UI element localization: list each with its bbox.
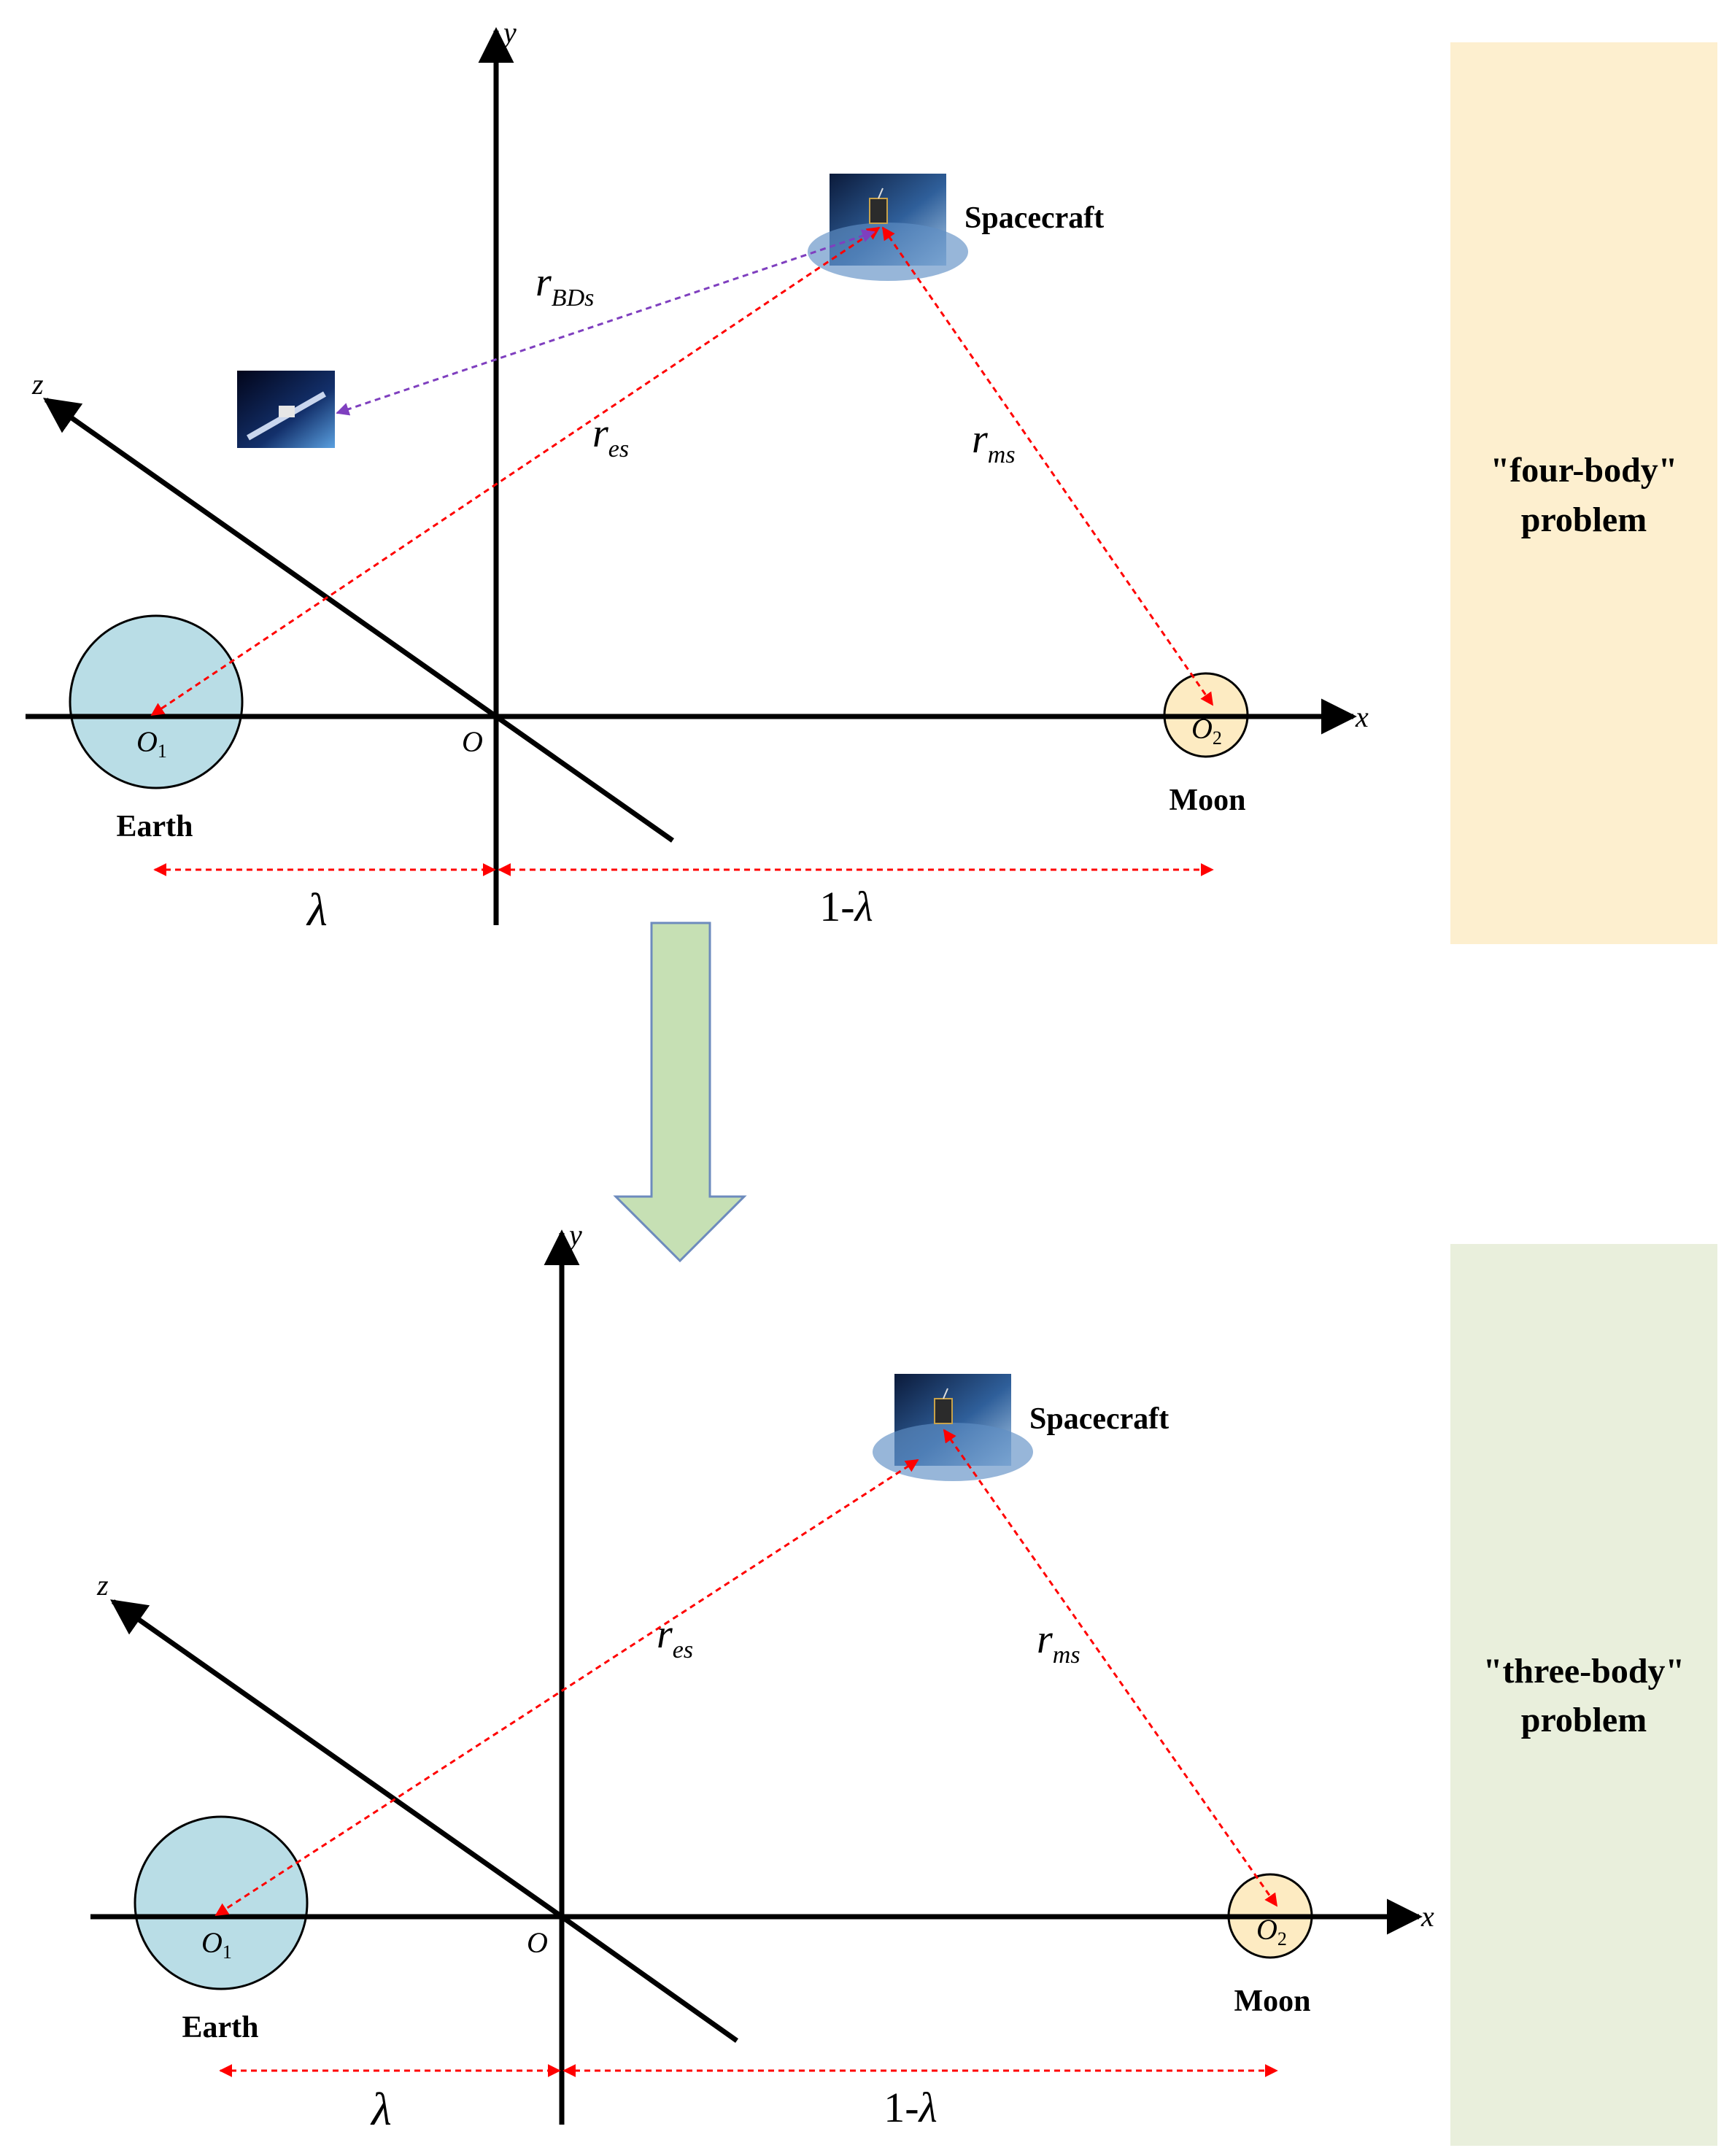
- moon-center-label: O2: [1256, 1913, 1287, 1950]
- three-body-label-line1: "three-body": [1483, 1652, 1685, 1691]
- three-body-label-line2: problem: [1521, 1701, 1647, 1739]
- r-bds-label: rBDs: [536, 260, 594, 312]
- spacecraft-label: Spacecraft: [964, 201, 1104, 235]
- earth-label: Earth: [182, 2011, 259, 2044]
- y-axis-label: y: [500, 16, 517, 49]
- r-ms-label: rms: [1037, 1617, 1080, 1669]
- y-axis-label: y: [566, 1218, 582, 1251]
- origin-label: O: [462, 725, 483, 758]
- z-axis-label: z: [31, 368, 44, 401]
- earth-circle: [69, 614, 244, 789]
- r-es-line: [150, 226, 881, 716]
- earth-label: Earth: [117, 810, 193, 843]
- z-axis-back: [560, 1914, 739, 2043]
- beidou-satellite-image: [237, 371, 335, 448]
- four-body-panel-bg: [1450, 42, 1717, 944]
- transition-down-arrow: [613, 921, 747, 1263]
- four-body-label-line2: problem: [1521, 501, 1647, 539]
- moon-label: Moon: [1234, 1985, 1311, 2018]
- r-ms-line: [881, 226, 1214, 706]
- one-minus-lambda-label: 1-λ: [884, 2084, 937, 2131]
- moon-label: Moon: [1170, 784, 1246, 817]
- origin-label: O: [527, 1926, 548, 1959]
- r-es-label: res: [657, 1612, 693, 1664]
- four-body-diagram: x y z O O1 O2 Earth Moon Spacecraft res …: [26, 16, 1369, 935]
- z-axis-label: z: [96, 1569, 109, 1601]
- spacecraft-label: Spacecraft: [1029, 1402, 1169, 1436]
- spacecraft-image: [808, 174, 968, 281]
- three-body-diagram: x y z O O1 O2 Earth Moon Spacecraft res …: [90, 1218, 1434, 2135]
- r-es-label: res: [592, 411, 629, 463]
- three-body-panel: "three-body" problem: [1450, 1244, 1717, 2146]
- r-es-line: [214, 1458, 919, 1917]
- three-body-panel-bg: [1450, 1244, 1717, 2146]
- lambda-label: λ: [306, 884, 328, 935]
- earth-center-label: O1: [201, 1926, 232, 1963]
- moon-center-label: O2: [1191, 712, 1222, 749]
- four-body-panel: "four-body" problem: [1450, 42, 1717, 944]
- earth-circle: [134, 1815, 309, 1990]
- four-body-label-line1: "four-body": [1491, 451, 1678, 490]
- earth-center-label: O1: [136, 725, 167, 762]
- x-axis-label: x: [1355, 700, 1369, 733]
- r-ms-line: [943, 1429, 1278, 1907]
- spacecraft-image: [873, 1374, 1033, 1481]
- one-minus-lambda-label: 1-λ: [819, 883, 873, 930]
- x-axis-label: x: [1420, 1900, 1434, 1933]
- lambda-label: λ: [370, 2083, 392, 2135]
- z-axis-back: [494, 714, 675, 843]
- r-bds-line: [336, 229, 875, 416]
- r-ms-label: rms: [972, 417, 1016, 468]
